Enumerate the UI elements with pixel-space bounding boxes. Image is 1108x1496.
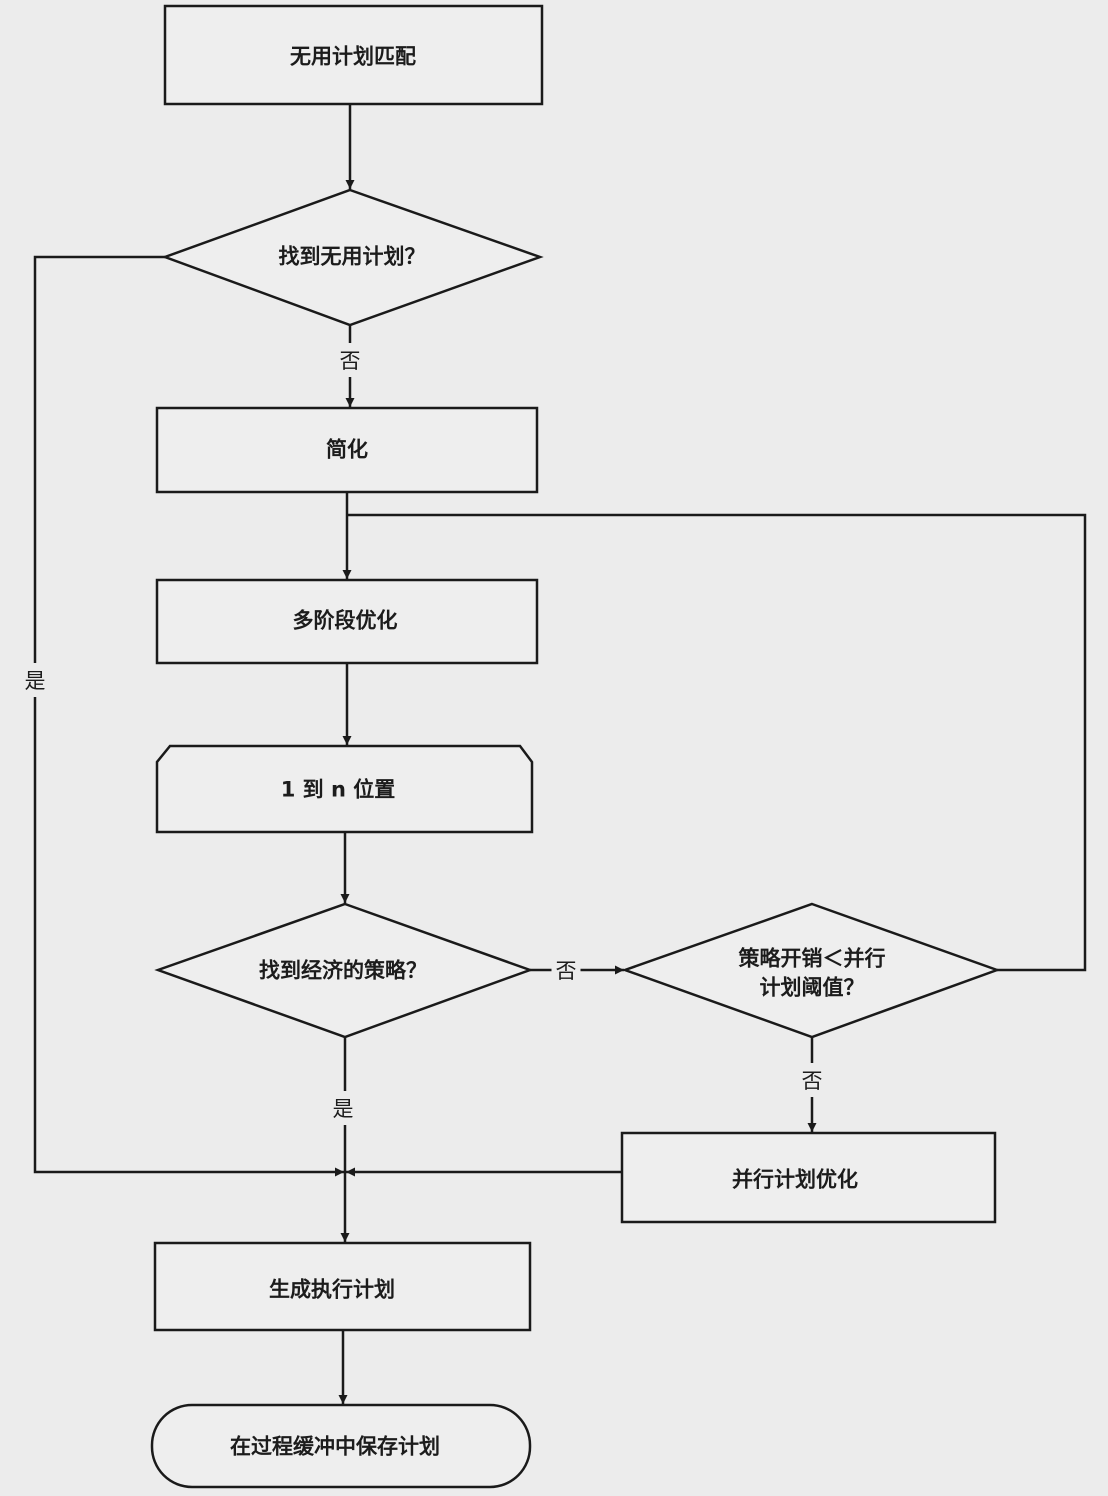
edge-label-no-3: 否: [797, 1063, 827, 1097]
node-cost-vs-parallel-line2: 计划阈值？: [759, 976, 865, 1000]
box-multi-phase: [155, 578, 539, 665]
node-one-to-n-position: 1 到 n 位置: [280, 777, 396, 802]
node-simplify: 简化: [326, 437, 368, 462]
node-cost-vs-parallel-line1: 策略开销＜并行: [738, 946, 886, 971]
node-found-cheap-strategy: 找到经济的策略？: [259, 958, 427, 983]
box-simplify: [155, 406, 539, 494]
node-multi-phase-opt: 多阶段优化: [292, 608, 398, 633]
node-unused-plan-match: 无用计划匹配: [290, 44, 416, 69]
edge-label-yes-2: 是: [328, 1091, 358, 1125]
edge-label-yes-1: 是: [20, 663, 50, 697]
terminal-save-plan: [150, 1403, 532, 1489]
node-save-plan-in-cache: 在过程缓冲中保存计划: [230, 1434, 440, 1459]
node-cost-vs-parallel: 策略开销＜并行 计划阈值？: [739, 945, 886, 1004]
loop-cost-no-back: [347, 513, 1087, 972]
node-found-unused-plan: 找到无用计划？: [278, 244, 426, 269]
box-unused-plan-match: [163, 4, 544, 106]
box-one-to-n: [155, 744, 534, 834]
node-generate-exec-plan: 生成执行计划: [269, 1277, 395, 1302]
box-parallel-opt: [620, 1131, 997, 1224]
edge-label-no-1: 否: [335, 343, 365, 377]
arrow-found-yes-to-merge: [33, 255, 344, 1177]
edge-label-no-2: 否: [551, 953, 581, 987]
node-parallel-plan-opt: 并行计划优化: [732, 1167, 858, 1192]
